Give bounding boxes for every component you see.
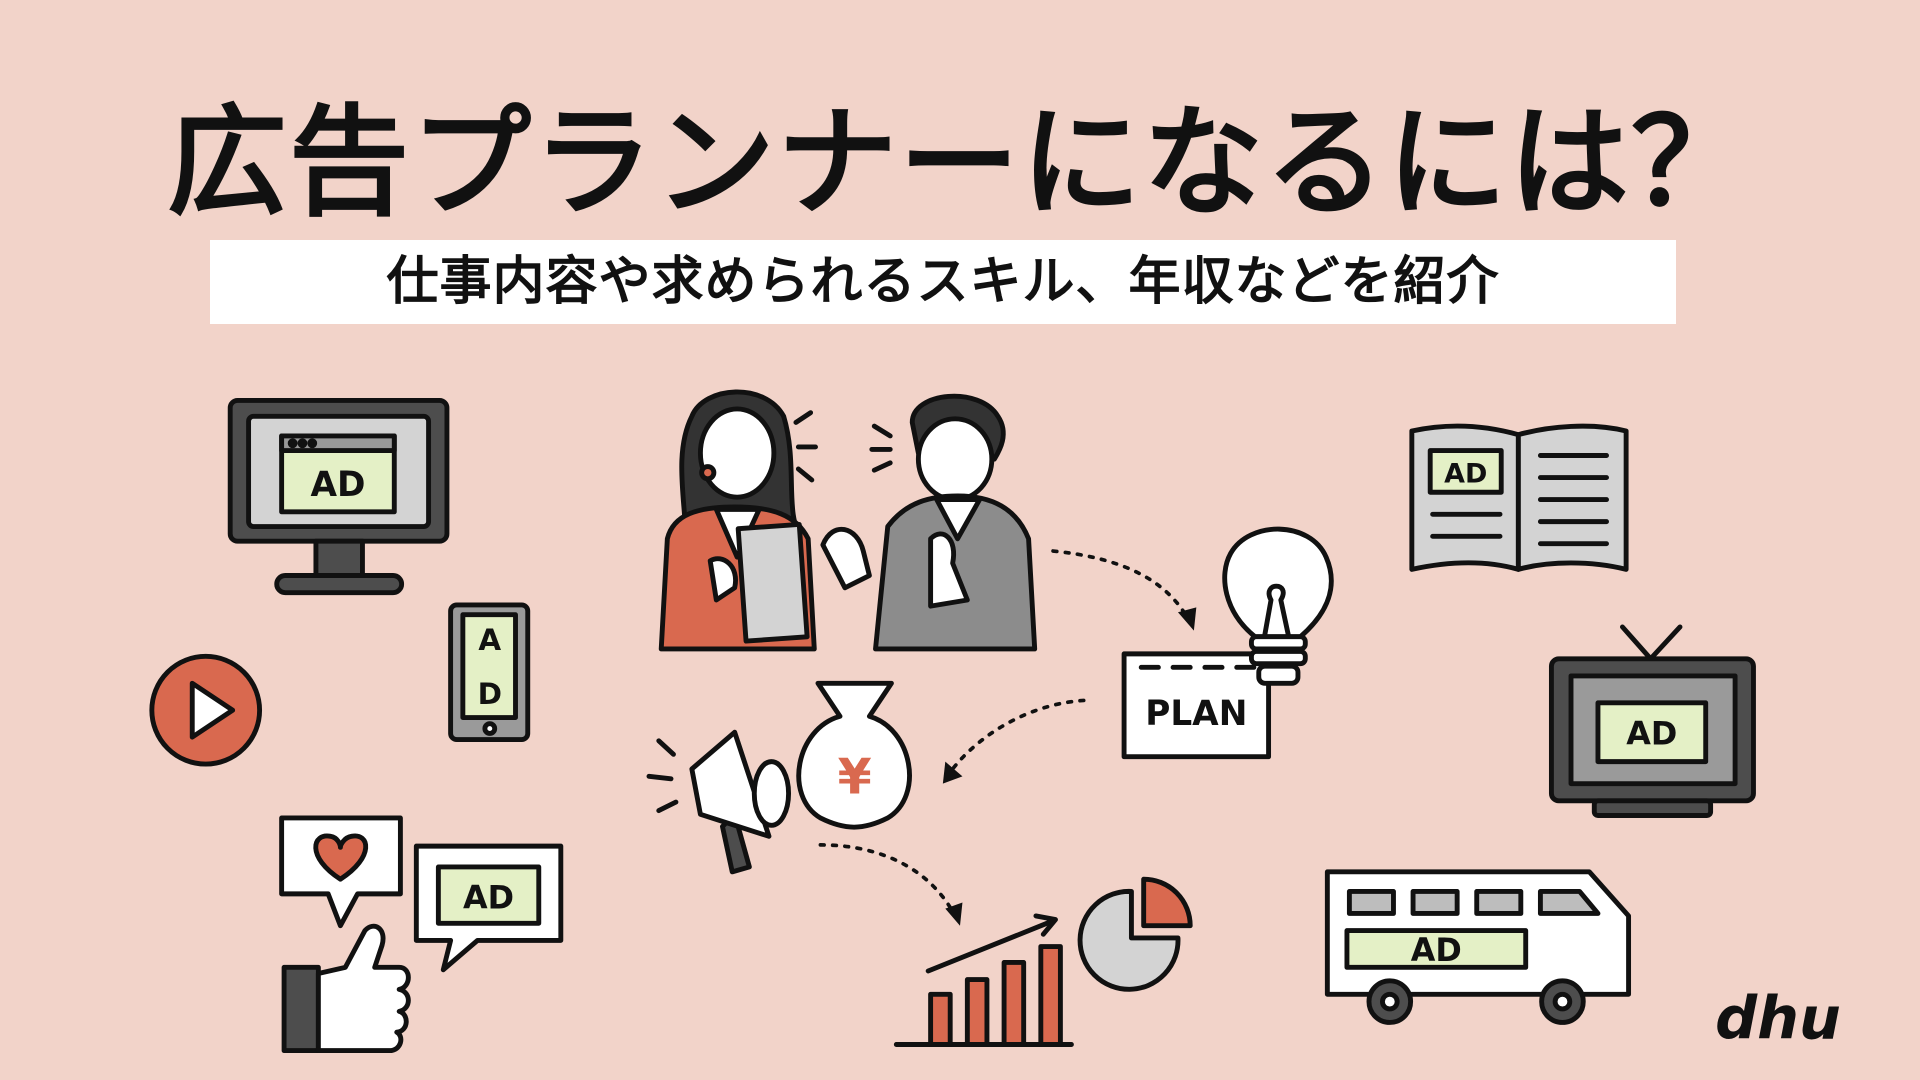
plan-label: PLAN bbox=[1145, 694, 1247, 734]
flow-arrows bbox=[818, 549, 1190, 918]
ad-bubble-icon: AD bbox=[413, 843, 564, 973]
ad-label: AD bbox=[310, 465, 365, 505]
yen-label: ¥ bbox=[838, 748, 872, 805]
megaphone-icon bbox=[646, 729, 792, 875]
tv-ad-icon: AD bbox=[1548, 624, 1756, 818]
ad-label: AD bbox=[1411, 931, 1462, 969]
smartphone-ad-icon: A D bbox=[448, 602, 531, 743]
dhu-logo: dhu bbox=[1715, 983, 1841, 1052]
bus-ad-icon: AD bbox=[1324, 869, 1632, 1025]
arrowheads bbox=[942, 607, 1197, 926]
planners-illustration bbox=[658, 389, 1038, 652]
play-icon bbox=[149, 653, 263, 767]
ad-label-a: A bbox=[478, 623, 501, 657]
money-bag-icon: ¥ bbox=[796, 680, 912, 830]
magazine-ad-icon: AD bbox=[1409, 423, 1629, 572]
growth-chart-icon bbox=[893, 913, 1074, 1047]
subtitle-banner: 仕事内容や求められるスキル、年収などを紹介 bbox=[210, 240, 1676, 324]
monitor-ad-icon: AD bbox=[227, 397, 450, 596]
heart-bubble-icon bbox=[279, 815, 403, 929]
subtitle: 仕事内容や求められるスキル、年収などを紹介 bbox=[386, 252, 1500, 312]
thumbs-up-icon bbox=[281, 923, 411, 1054]
pie-chart-icon bbox=[1077, 876, 1193, 992]
plan-board-icon: PLAN bbox=[1121, 651, 1272, 760]
ad-label-d: D bbox=[478, 677, 502, 711]
ad-label: AD bbox=[1444, 458, 1487, 489]
lightbulb-icon bbox=[1222, 526, 1334, 686]
ad-label: AD bbox=[1626, 714, 1677, 752]
page-title: 広告プランナーになるには？ bbox=[167, 94, 1753, 233]
ad-label: AD bbox=[463, 879, 514, 917]
